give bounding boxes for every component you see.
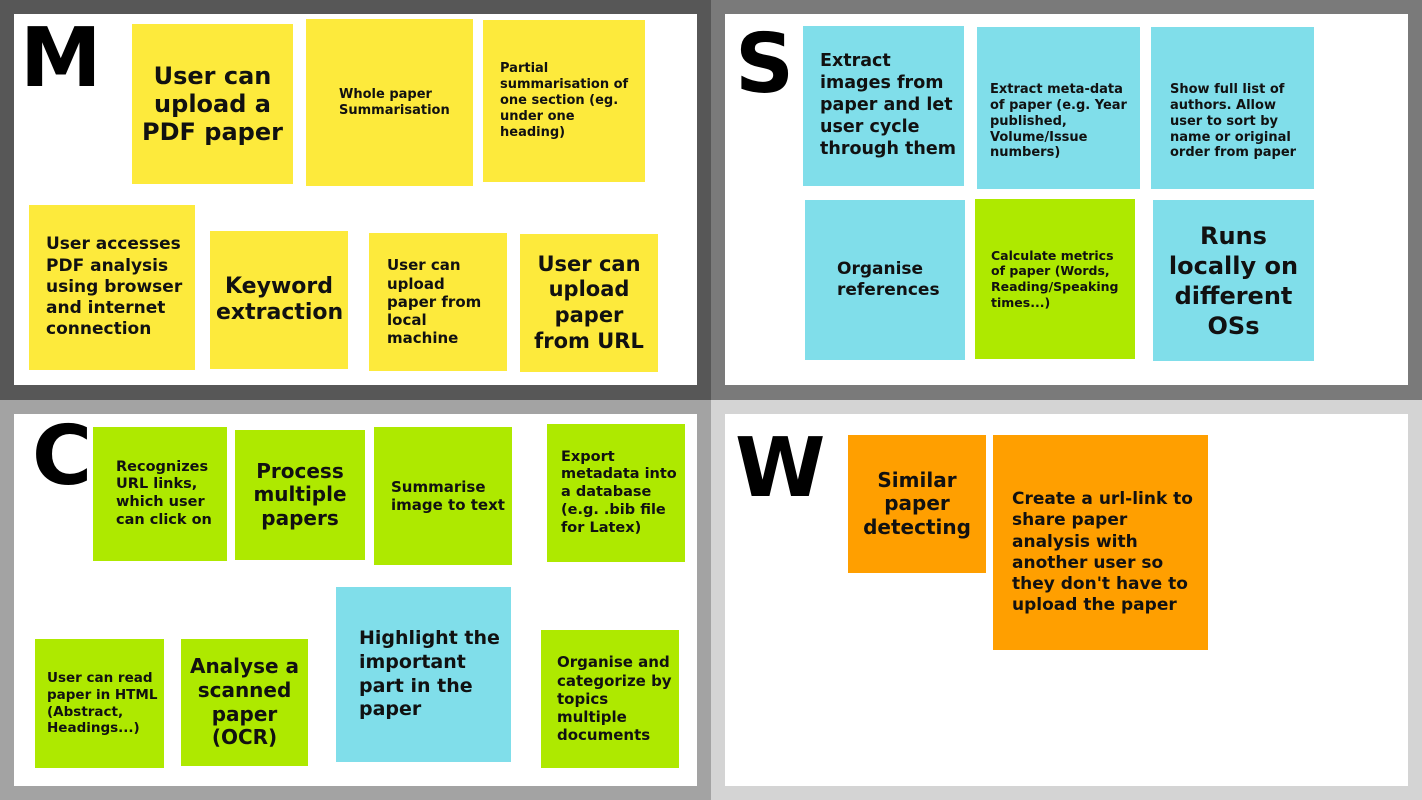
should-note-author-list[interactable]: Show full list of authors. Allow user to… — [1151, 27, 1314, 189]
must-letter: M — [20, 11, 102, 106]
could-note-organise-topics[interactable]: Organise and categorize by topics multip… — [541, 630, 679, 768]
could-panel: C Recognizes URL links, which user can c… — [14, 414, 697, 786]
should-note-extract-metadata[interactable]: Extract meta-data of paper (e.g. Year pu… — [977, 27, 1140, 189]
should-note-calculate-metrics[interactable]: Calculate metrics of paper (Words, Readi… — [975, 199, 1135, 359]
should-note-runs-locally[interactable]: Runs locally on different OSs — [1153, 200, 1314, 361]
could-note-export-metadata[interactable]: Export metadata into a database (e.g. .b… — [547, 424, 685, 562]
must-note-keyword-extraction[interactable]: Keyword extraction — [210, 231, 348, 369]
could-note-highlight-important[interactable]: Highlight the important part in the pape… — [336, 587, 511, 762]
must-note-whole-summary[interactable]: Whole paper Summarisation — [306, 19, 473, 186]
must-panel: M User can upload a PDF paper Whole pape… — [14, 14, 697, 385]
could-note-read-html[interactable]: User can read paper in HTML (Abstract, H… — [35, 639, 164, 768]
could-letter: C — [32, 409, 93, 504]
could-note-url-links[interactable]: Recognizes URL links, which user can cli… — [93, 427, 227, 561]
must-note-upload-local[interactable]: User can upload paper from local machine — [369, 233, 507, 371]
should-panel: S Extract images from paper and let user… — [725, 14, 1408, 385]
should-letter: S — [735, 17, 795, 112]
wont-note-share-link[interactable]: Create a url-link to share paper analysi… — [993, 435, 1208, 650]
should-note-organise-references[interactable]: Organise references — [805, 200, 965, 360]
could-note-summarise-image[interactable]: Summarise image to text — [374, 427, 512, 565]
wont-note-similar-paper[interactable]: Similar paper detecting — [848, 435, 986, 573]
could-note-analyse-scanned[interactable]: Analyse a scanned paper (OCR) — [181, 639, 308, 766]
wont-letter: W — [735, 421, 826, 516]
must-note-upload-url[interactable]: User can upload paper from URL — [520, 234, 658, 372]
should-note-extract-images[interactable]: Extract images from paper and let user c… — [803, 26, 964, 186]
must-note-upload-pdf[interactable]: User can upload a PDF paper — [132, 24, 293, 184]
must-note-partial-summary[interactable]: Partial summarisation of one section (eg… — [483, 20, 645, 182]
must-note-browser-access[interactable]: User accesses PDF analysis using browser… — [29, 205, 195, 370]
wont-panel: W Similar paper detecting Create a url-l… — [725, 414, 1408, 786]
could-note-process-multiple[interactable]: Process multiple papers — [235, 430, 365, 560]
